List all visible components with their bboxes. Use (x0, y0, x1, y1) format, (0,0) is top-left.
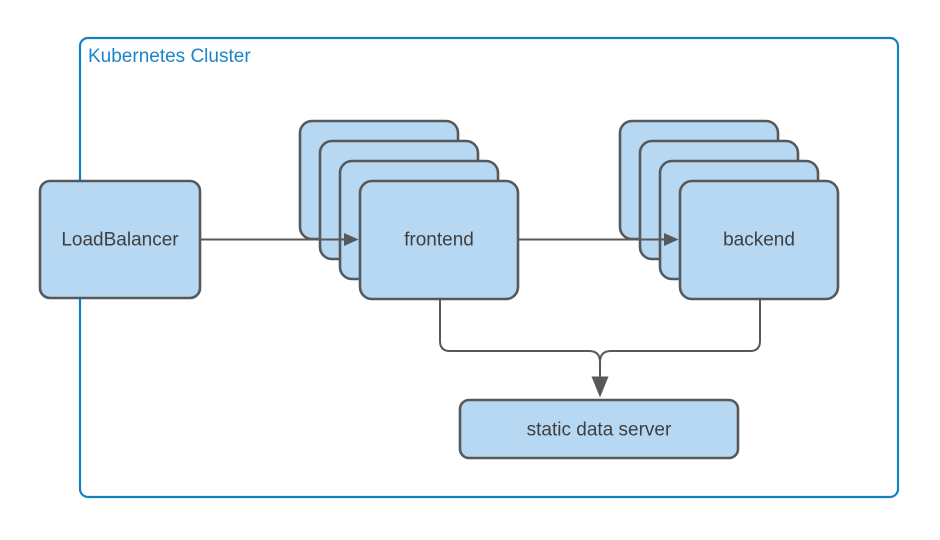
node-backend-label: backend (723, 230, 795, 251)
edges (200, 233, 761, 398)
edge-backend-junction (599, 299, 761, 363)
node-load-balancer-group: LoadBalancer (38, 179, 202, 300)
edge-frontend-junction (439, 299, 601, 363)
node-frontend-label: frontend (404, 230, 474, 251)
node-static-data-server (458, 398, 740, 460)
node-frontend-stack: frontend (298, 119, 520, 301)
node-load-balancer-label: LoadBalancer (61, 230, 179, 251)
edge-loadbalancer-frontend (200, 233, 359, 246)
node-static-data-server-label: static data server (527, 420, 672, 441)
edge-frontend-backend (518, 233, 679, 246)
arrowhead-icon (664, 233, 679, 246)
node-backend-stack: backend (618, 119, 840, 301)
node-static-data-server-group: static data server (458, 398, 740, 460)
cluster-label: Kubernetes Cluster (88, 46, 251, 67)
arrowhead-icon (344, 233, 359, 246)
edge-junction-static-data-server (591, 356, 609, 398)
arrowhead-icon (591, 376, 609, 398)
